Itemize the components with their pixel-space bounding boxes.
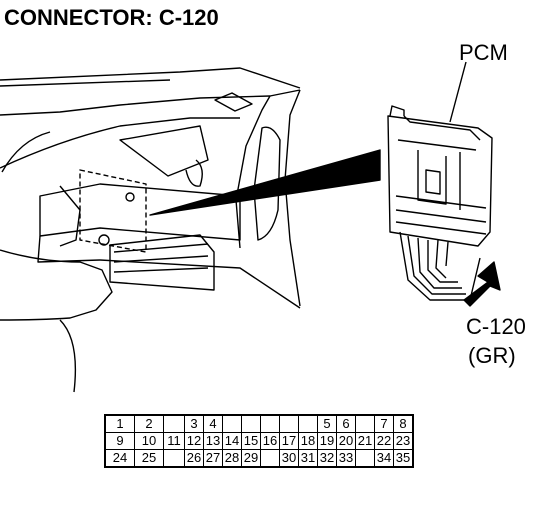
pin-cell: 21 bbox=[355, 432, 375, 450]
pin-row: 9 10 11 12 13 14 15 16 17 18 19 20 21 22… bbox=[104, 432, 414, 450]
pin-cell: 12 bbox=[184, 432, 204, 450]
pin-cell: 2 bbox=[134, 414, 164, 433]
pin-cell: 1 bbox=[104, 414, 135, 433]
pin-cell: 13 bbox=[203, 432, 223, 450]
pin-cell: 7 bbox=[374, 414, 394, 433]
pin-cell: 29 bbox=[241, 449, 261, 468]
pin-cell: 8 bbox=[393, 414, 414, 433]
pin-cell bbox=[260, 414, 280, 433]
pin-cell bbox=[355, 449, 375, 468]
pcm-label: PCM bbox=[459, 40, 508, 65]
pin-cell: 5 bbox=[317, 414, 337, 433]
pin-cell bbox=[355, 414, 375, 433]
pin-cell: 35 bbox=[393, 449, 414, 468]
pin-cell: 18 bbox=[298, 432, 318, 450]
pin-cell: 6 bbox=[336, 414, 356, 433]
pin-cell: 23 bbox=[393, 432, 414, 450]
pin-cell: 19 bbox=[317, 432, 337, 450]
pin-cell: 28 bbox=[222, 449, 242, 468]
connector-pinout-table: 1 2 3 4 5 6 7 8 9 10 11 12 13 14 15 16 1… bbox=[104, 414, 414, 468]
diagram-title: CONNECTOR: C-120 bbox=[4, 5, 219, 30]
pin-cell bbox=[241, 414, 261, 433]
pin-cell: 10 bbox=[134, 432, 164, 450]
pin-cell: 22 bbox=[374, 432, 394, 450]
pin-row: 24 25 26 27 28 29 30 31 32 33 34 35 bbox=[104, 449, 414, 468]
pin-cell: 14 bbox=[222, 432, 242, 450]
pin-cell: 34 bbox=[374, 449, 394, 468]
pin-cell bbox=[222, 414, 242, 433]
pin-cell: 27 bbox=[203, 449, 223, 468]
pin-cell bbox=[279, 414, 299, 433]
pin-cell: 31 bbox=[298, 449, 318, 468]
connector-label: C-120 bbox=[466, 314, 526, 339]
pin-cell: 33 bbox=[336, 449, 356, 468]
pin-cell: 3 bbox=[184, 414, 204, 433]
pin-cell bbox=[260, 449, 280, 468]
pin-row: 1 2 3 4 5 6 7 8 bbox=[104, 414, 414, 433]
pin-cell: 26 bbox=[184, 449, 204, 468]
pin-cell bbox=[298, 414, 318, 433]
pin-cell: 9 bbox=[104, 432, 135, 450]
pin-cell: 24 bbox=[104, 449, 135, 468]
pin-cell: 30 bbox=[279, 449, 299, 468]
pin-cell: 32 bbox=[317, 449, 337, 468]
pin-cell: 17 bbox=[279, 432, 299, 450]
pin-cell: 25 bbox=[134, 449, 164, 468]
pin-cell: 11 bbox=[163, 432, 185, 450]
connector-color-label: (GR) bbox=[468, 343, 516, 368]
pin-cell: 15 bbox=[241, 432, 261, 450]
pin-cell: 4 bbox=[203, 414, 223, 433]
pin-cell: 16 bbox=[260, 432, 280, 450]
pin-cell: 20 bbox=[336, 432, 356, 450]
pin-cell bbox=[163, 414, 185, 433]
pin-cell bbox=[163, 449, 185, 468]
